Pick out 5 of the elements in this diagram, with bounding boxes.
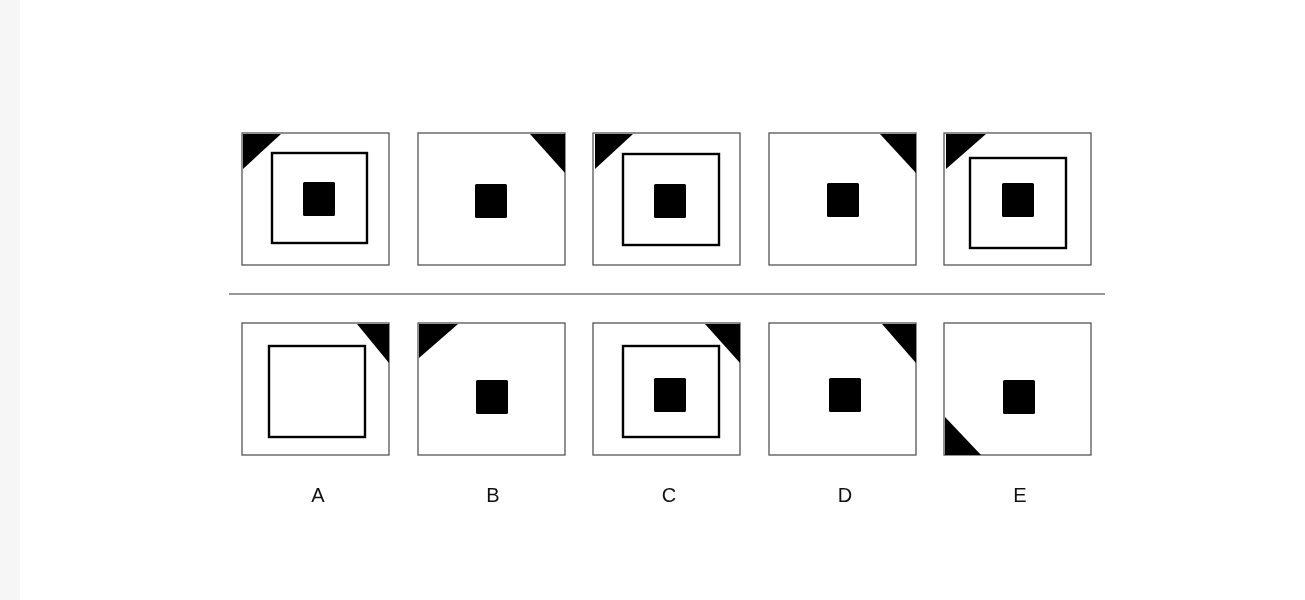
- option-label: B: [485, 484, 501, 506]
- option-label: E: [1012, 484, 1028, 506]
- option-label: D: [836, 484, 854, 506]
- option-label: C: [660, 484, 678, 506]
- option-label: A: [310, 484, 326, 506]
